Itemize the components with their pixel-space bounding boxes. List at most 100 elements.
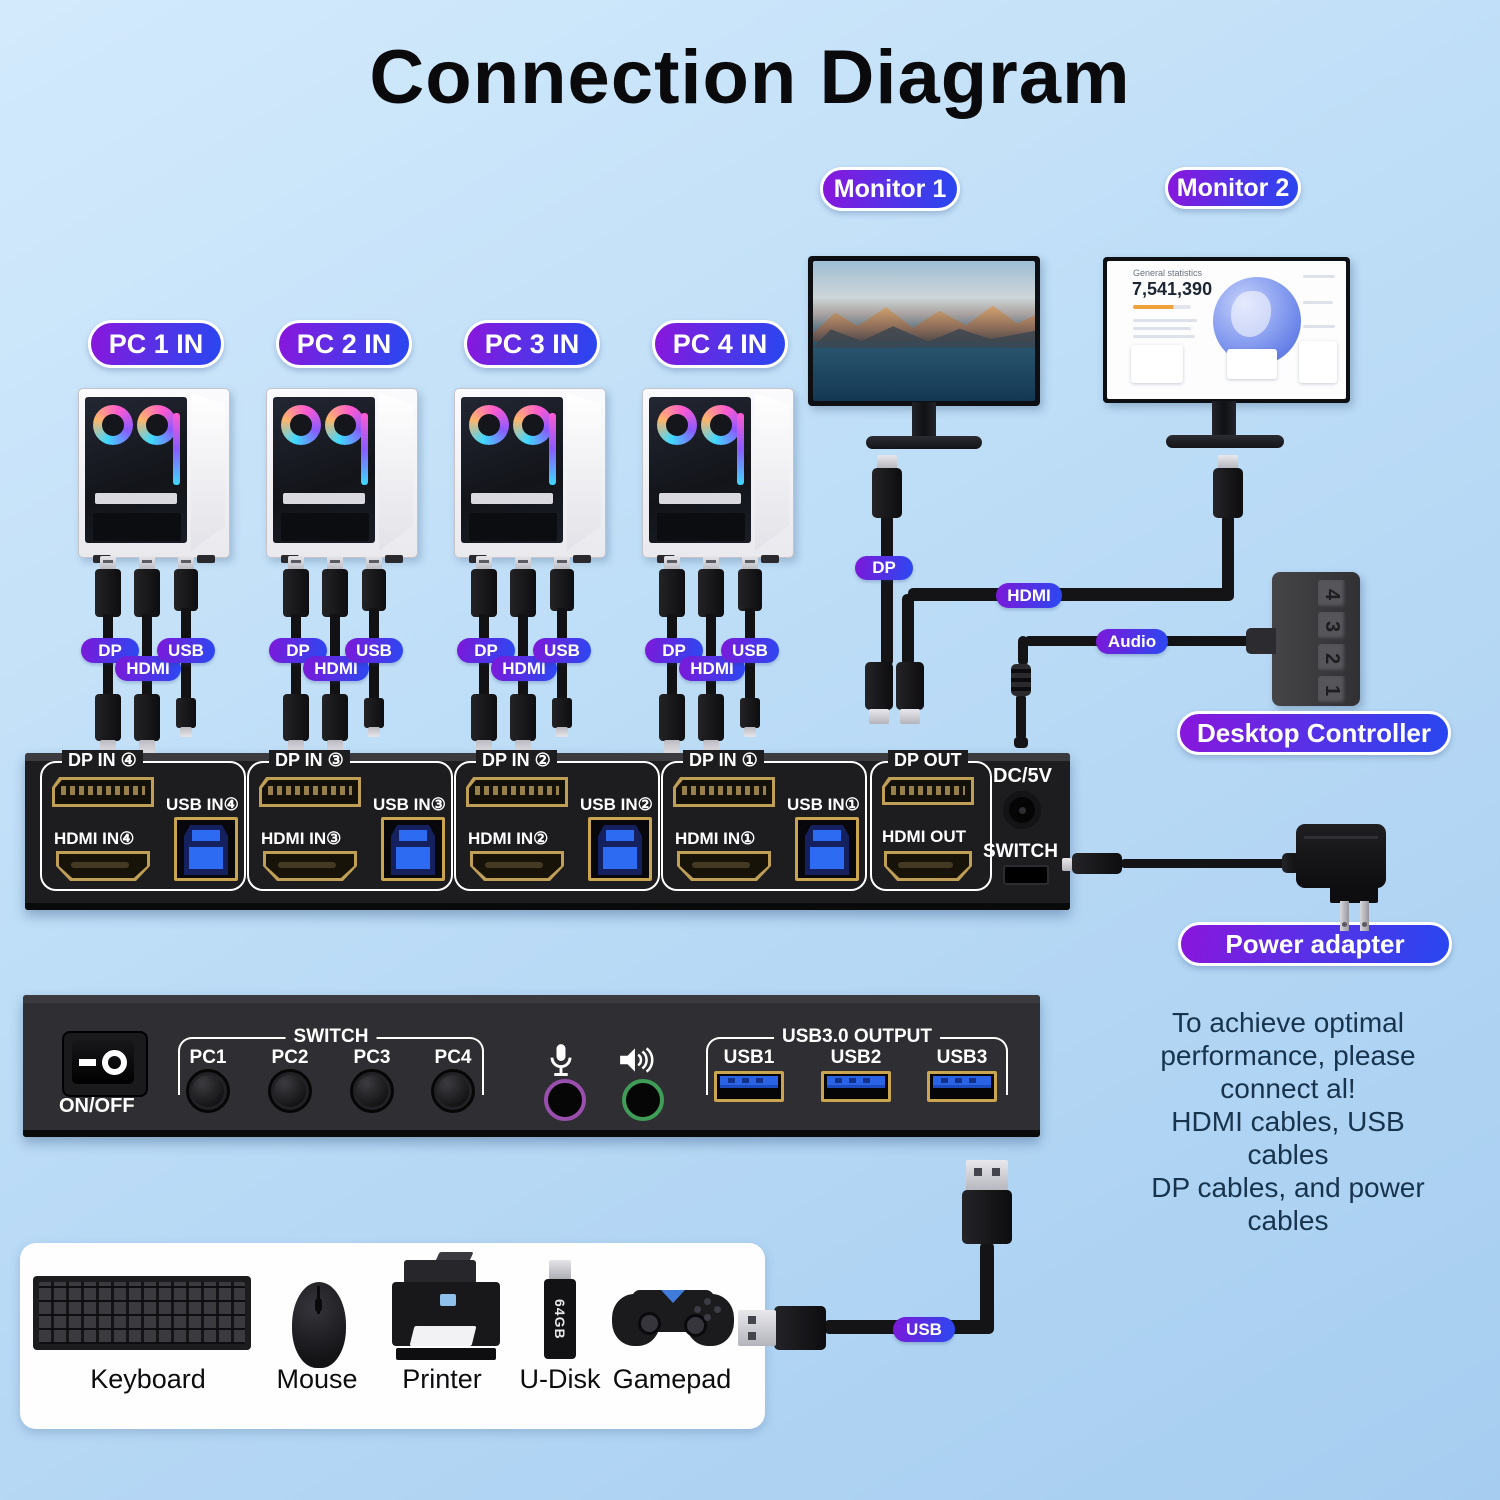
keyboard-icon [33, 1276, 251, 1350]
pc2-cable-bundle: DP HDMI USB [269, 556, 403, 754]
pc-front-panel [191, 393, 225, 551]
rgb-fan-icon [701, 405, 741, 445]
monitor1 [808, 256, 1040, 406]
usb1-port [714, 1071, 784, 1102]
pc1-tower [78, 388, 230, 563]
rear-group-2: DP IN ② USB IN② HDMI IN② [454, 750, 660, 891]
controller-button-4: 4 [1318, 580, 1346, 608]
power-rocker-switch [62, 1031, 148, 1097]
dp-plug-tip [877, 455, 897, 469]
monitor1-stand [912, 402, 936, 438]
hdmi-out-port [884, 851, 972, 881]
usb-output-bracket: USB3.0 OUTPUT [706, 1026, 1008, 1095]
usb3-port [927, 1071, 997, 1102]
pc-glass-panel [85, 397, 187, 543]
controller-cable-stub [1246, 628, 1276, 654]
usb-in-4-port [174, 817, 238, 881]
monitor1-label: Monitor 1 [820, 167, 960, 211]
keyboard-label: Keyboard [90, 1364, 206, 1394]
monitor2: General statistics 7,541,390 [1103, 257, 1350, 403]
usb1-label: USB1 [723, 1047, 775, 1068]
hdmi-in-4-port [56, 851, 150, 881]
hdmi-cable [698, 556, 724, 754]
dp-out-port [882, 777, 974, 805]
audio-plug-tip [1014, 737, 1028, 748]
dp-plug-body [872, 468, 902, 518]
hdmi-cable [134, 556, 160, 754]
adapter-strain-relief [1282, 853, 1300, 873]
page-title: Connection Diagram [369, 35, 1131, 120]
udisk-icon: 64GB [540, 1260, 580, 1360]
usb2-port [821, 1071, 891, 1102]
pc4-tower [642, 388, 794, 563]
usb-tag: USB [893, 1317, 955, 1342]
rear-group-3: DP IN ③ USB IN③ HDMI IN③ [247, 750, 453, 891]
usb-a-plug-up [966, 1160, 1008, 1192]
usb-in-3-label: USB IN③ [373, 795, 446, 814]
mouse-label: Mouse [276, 1364, 358, 1394]
pc3-in-label: PC 3 IN [464, 320, 600, 368]
power-adapter [1296, 824, 1386, 888]
rgb-fan-icon [513, 405, 553, 445]
hdmi-out-plug [896, 662, 924, 710]
mic-jack [544, 1079, 586, 1121]
monitor2-stand [1212, 401, 1236, 437]
rgb-strip [173, 413, 180, 485]
pc2-button-label: PC2 [271, 1047, 309, 1068]
dp-in-2-port [466, 777, 568, 807]
rear-group-1: DP IN ① USB IN① HDMI IN① [661, 750, 867, 891]
pc2-in-label: PC 2 IN [276, 320, 412, 368]
dc-power-jack [1003, 791, 1041, 829]
kvm-rear-panel: DP IN ④ USB IN④ HDMI IN④ DP IN ③ USB IN③… [25, 750, 1070, 910]
usb-a-plug-left [738, 1310, 776, 1346]
hdmi-cable-run [902, 594, 914, 666]
audio-tag: Audio [1096, 629, 1168, 654]
psu-area [93, 513, 181, 541]
dp-in-1-label: DP IN ① [683, 750, 764, 771]
hdmi-in-2-label: HDMI IN② [468, 829, 549, 848]
usb3-label: USB3 [936, 1047, 988, 1068]
dc-plug-body [1072, 853, 1122, 874]
usb-in-1-port [795, 817, 859, 881]
hdmi-tag: HDMI [303, 656, 369, 681]
dp-in-3-label: DP IN ③ [269, 750, 350, 771]
controller-button-1: 1 [1318, 676, 1346, 704]
hdmi-plug-body [1213, 468, 1243, 518]
hdmi-cable-run [1222, 514, 1234, 600]
dp-in-4-label: DP IN ④ [62, 750, 143, 771]
gpu-bar [95, 493, 177, 504]
usb-output-label: USB3.0 OUTPUT [774, 1026, 940, 1048]
adapter-prong [1340, 901, 1349, 931]
usb-link-cable-run [980, 1242, 994, 1334]
switch-section-bracket: SWITCH [178, 1026, 484, 1095]
pc3-cable-bundle: DP HDMI USB [457, 556, 591, 754]
hdmi-tag: HDMI [115, 656, 181, 681]
hdmi-in-3-label: HDMI IN③ [261, 829, 342, 848]
gamepad-icon [612, 1284, 734, 1352]
dp-out-plug [865, 662, 893, 710]
pc3-button-label: PC3 [353, 1047, 391, 1068]
dp-in-3-port [259, 777, 361, 807]
usb-in-2-label: USB IN② [580, 795, 653, 814]
pc4-cable-bundle: DP HDMI USB [645, 556, 779, 754]
usb-tag: USB [157, 638, 215, 663]
monitor2-screen: General statistics 7,541,390 [1107, 261, 1346, 399]
switch-port-label: SWITCH [983, 841, 1058, 862]
dashboard-heading: General statistics [1133, 268, 1203, 278]
controller-button-3: 3 [1318, 612, 1346, 640]
audio-plug-shaft [1016, 695, 1026, 739]
usb-in-3-port [381, 817, 445, 881]
monitor1-base [866, 436, 982, 449]
dashboard-wallpaper: General statistics 7,541,390 [1107, 261, 1346, 399]
rgb-fan-icon [657, 405, 697, 445]
switch-port [1003, 865, 1049, 885]
hdmi-tag: HDMI [996, 583, 1062, 608]
hdmi-in-4-label: HDMI IN④ [54, 829, 135, 848]
note-text: To achieve optimal performance, please c… [1151, 1007, 1425, 1236]
monitor2-base [1166, 435, 1284, 448]
rgb-fan-icon [137, 405, 177, 445]
desktop-controller: 4 3 2 1 [1272, 572, 1360, 706]
kvm-front-panel: ON/OFF SWITCH PC1 PC2 PC3 PC4 USB3.0 OUT… [23, 995, 1040, 1137]
dp-in-2-label: DP IN ② [476, 750, 557, 771]
usb-in-4-label: USB IN④ [166, 795, 239, 814]
